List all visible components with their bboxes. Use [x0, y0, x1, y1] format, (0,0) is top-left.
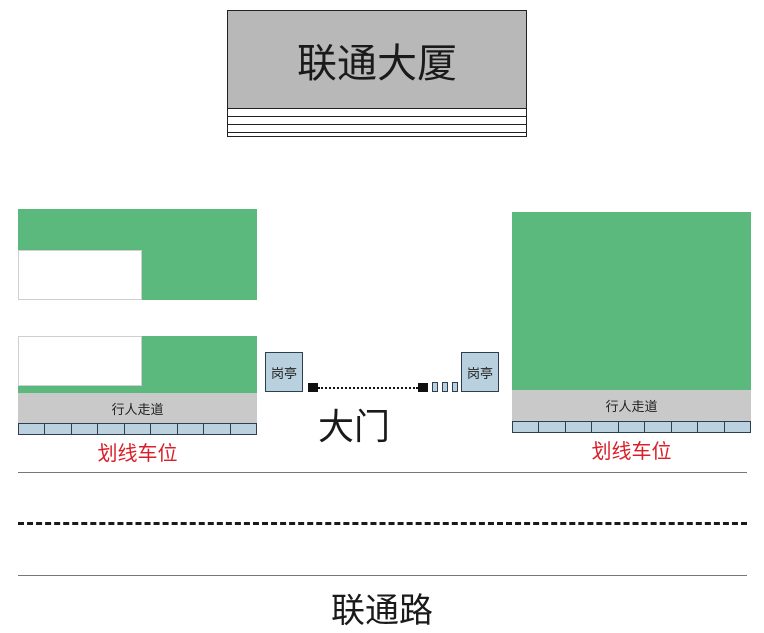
- right-booth-label: 岗亭: [466, 366, 493, 382]
- gate-block: [452, 382, 458, 392]
- right-walkway: 行人走道: [512, 390, 751, 421]
- left-walkway-label: 行人走道: [111, 402, 164, 418]
- parking-slot: [98, 424, 125, 434]
- road-label: 联通路: [331, 591, 433, 631]
- building: 联通大厦: [227, 10, 527, 137]
- road-edge-top: [18, 472, 747, 473]
- parking-slot: [566, 422, 593, 432]
- parking-slot: [19, 424, 46, 434]
- left-parking-label: 划线车位: [97, 441, 178, 465]
- building-step: [228, 132, 526, 133]
- parking-slot: [72, 424, 99, 434]
- gate-block: [442, 382, 448, 392]
- parking-slot: [513, 422, 540, 432]
- gate-block: [432, 382, 438, 392]
- right-walkway-label: 行人走道: [605, 400, 658, 415]
- parking-slot: [45, 424, 72, 434]
- left-parking-strip: [18, 423, 257, 435]
- parking-slot: [231, 424, 256, 434]
- parking-slot: [125, 424, 152, 434]
- right-green-area: [512, 212, 751, 390]
- parking-slot: [539, 422, 566, 432]
- gate-post-right: [418, 383, 428, 392]
- building-roof: [228, 11, 526, 109]
- road-center-line: [18, 522, 747, 525]
- gate-barrier: [318, 387, 418, 389]
- parking-slot: [592, 422, 619, 432]
- right-parking-strip: [512, 421, 751, 433]
- left-booth-label: 岗亭: [270, 366, 297, 382]
- parking-slot: [619, 422, 646, 432]
- parking-slot: [725, 422, 750, 432]
- parking-slot: [178, 424, 205, 434]
- building-step: [228, 124, 526, 125]
- right-guard-booth: 岗亭: [461, 352, 499, 392]
- parking-slot: [151, 424, 178, 434]
- left-white-zone-top: [18, 250, 142, 300]
- parking-slot: [698, 422, 725, 432]
- parking-slot: [204, 424, 231, 434]
- left-walkway: 行人走道: [18, 393, 257, 423]
- building-title: 联通大厦: [297, 40, 457, 87]
- road-edge-bottom: [18, 575, 747, 576]
- parking-slot: [672, 422, 699, 432]
- gate-label: 大门: [318, 407, 391, 448]
- left-white-zone-bottom: [18, 336, 142, 386]
- left-guard-booth: 岗亭: [265, 352, 303, 392]
- gate-post-left: [308, 383, 318, 392]
- building-step: [228, 116, 526, 117]
- right-parking-label: 划线车位: [591, 439, 672, 463]
- parking-slot: [645, 422, 672, 432]
